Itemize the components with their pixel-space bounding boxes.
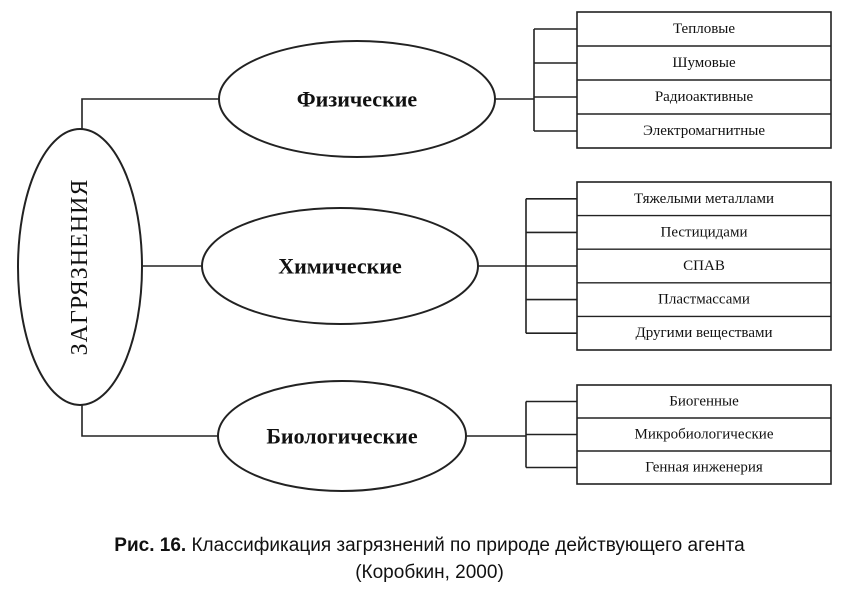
figure-number: Рис. 16. [114, 535, 187, 556]
item-label: Генная инженерия [645, 460, 763, 476]
item-label: Электромагнитные [643, 123, 765, 139]
root-label: ЗАГРЯЗНЕНИЯ [67, 179, 93, 356]
item-frame-biological [576, 384, 832, 485]
group-ellipse-biological [217, 380, 467, 492]
group-label-biological: Биологические [266, 424, 417, 449]
connector-lines [81, 28, 577, 469]
group-ellipse-physical [218, 40, 496, 158]
item-label: Микробиологические [635, 427, 774, 443]
group-physical: Физические ТепловыеШумовыеРадиоактивныеЭл… [218, 11, 832, 158]
group-ellipse-chemical [201, 207, 479, 325]
caption-line-1: Рис. 16. Классификация загрязнений по пр… [0, 532, 859, 559]
group-biological: Биологические БиогенныеМикробиологические… [217, 380, 832, 492]
root-connector-biological [81, 405, 218, 437]
item-label: Радиоактивные [655, 89, 754, 105]
category-groups: Физические ТепловыеШумовыеРадиоактивныеЭл… [201, 11, 832, 492]
item-label: Биогенные [669, 394, 739, 410]
item-label: Тяжелыми металлами [634, 191, 774, 207]
item-frame-chemical [576, 181, 832, 351]
caption-source: (Коробкин, 2000) [355, 562, 504, 583]
item-label: Другими веществами [636, 325, 773, 341]
group-label-chemical: Химические [278, 254, 402, 279]
item-label: Тепловые [673, 21, 735, 37]
item-label: СПАВ [683, 258, 725, 274]
item-label: Пластмассами [658, 292, 750, 308]
root-connector-physical [81, 98, 219, 129]
items-physical: ТепловыеШумовыеРадиоактивныеЭлектромагни… [576, 11, 832, 149]
figure-caption: Рис. 16. Классификация загрязнений по пр… [0, 532, 859, 586]
item-label: Пестицидами [661, 224, 748, 240]
classification-diagram: ЗАГРЯЗНЕНИЯ Физические ТепловыеШумовыеРад… [17, 11, 832, 492]
caption-text: Классификация загрязнений по природе дей… [191, 535, 745, 556]
group-label-physical: Физические [297, 87, 418, 112]
group-chemical: Химические Тяжелыми металламиПестицидамиС… [201, 181, 832, 351]
root-ellipse [17, 128, 143, 406]
item-label: Шумовые [672, 55, 736, 71]
